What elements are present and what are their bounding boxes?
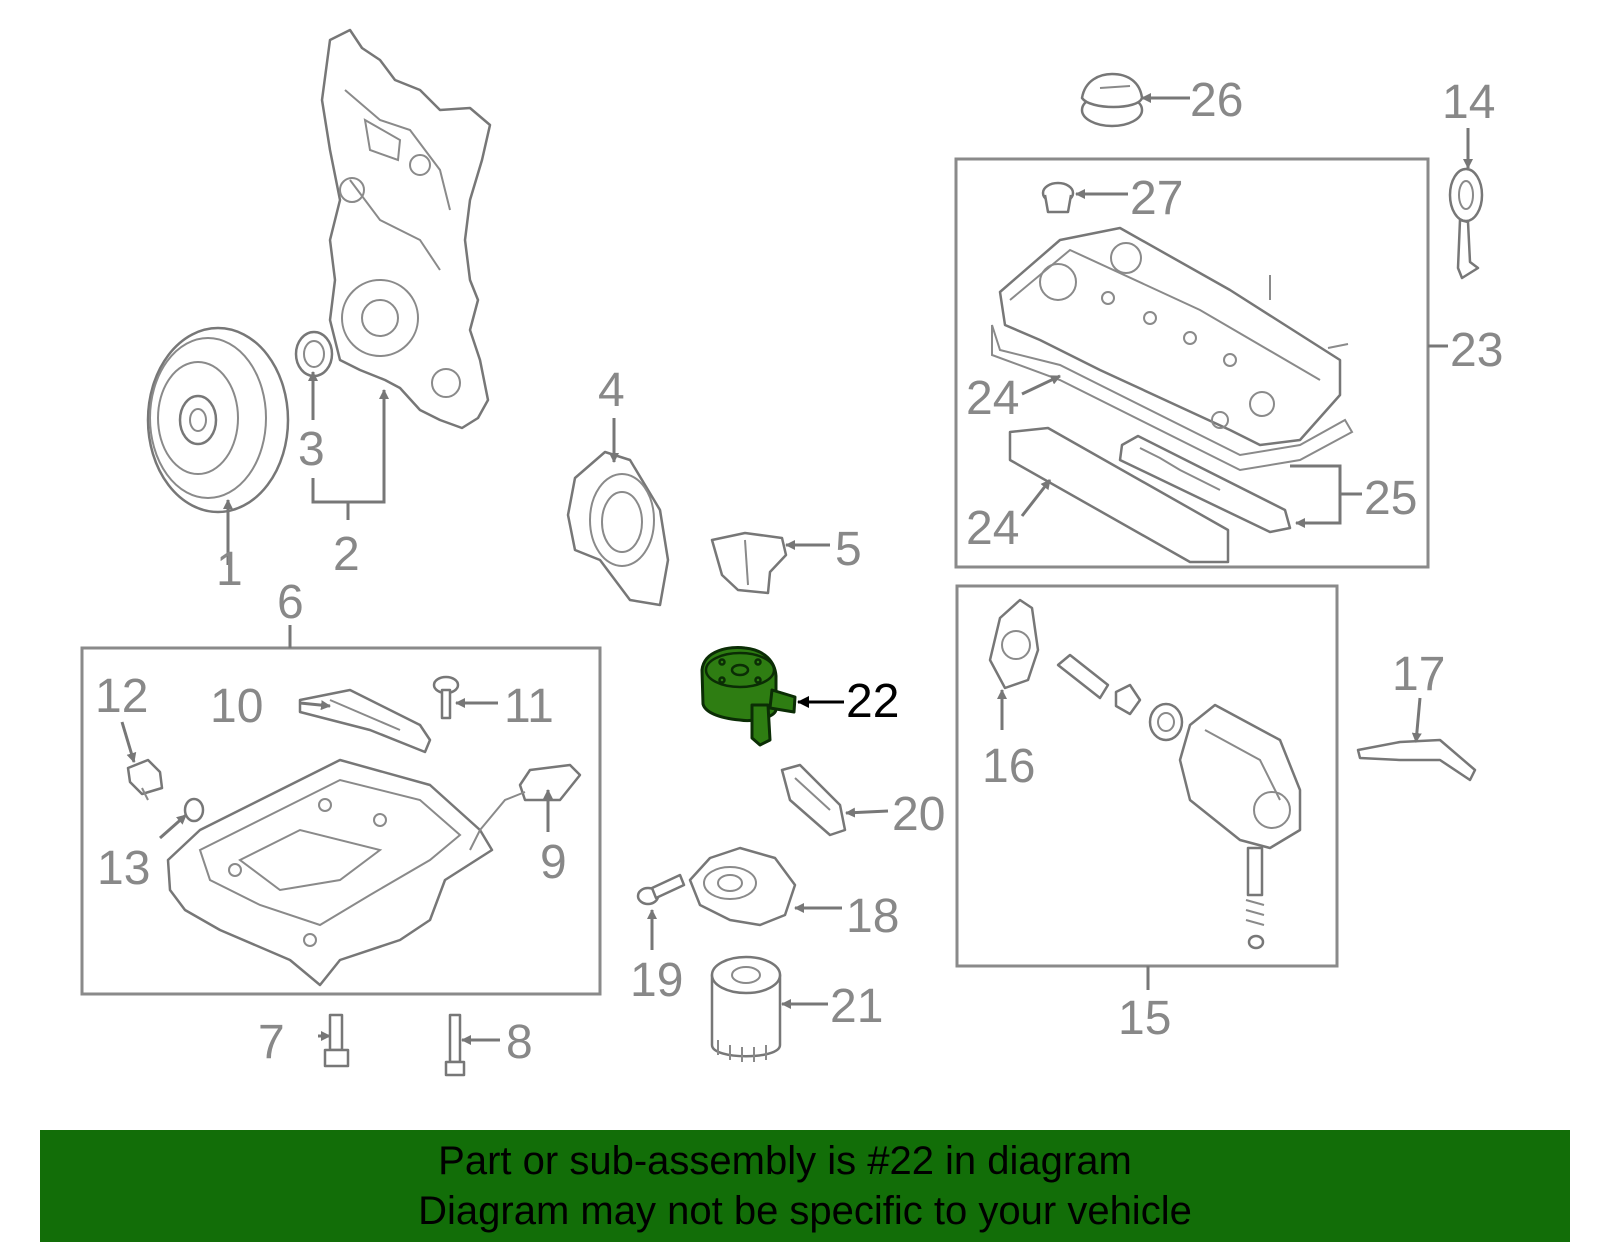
oil-pump-shaft-parts (1056, 653, 1184, 742)
oil-pan-group-box (80, 646, 602, 996)
callout-21: 21 (830, 980, 883, 1033)
oil-pan (166, 758, 494, 987)
callout-20: 20 (892, 788, 945, 841)
oil-filler-cap (1080, 72, 1144, 128)
callout-14: 14 (1442, 76, 1495, 129)
front-crank-seal (294, 330, 334, 378)
oil-filter (710, 955, 782, 1062)
banner-line-2: Diagram may not be specific to your vehi… (418, 1189, 1192, 1233)
spark-plug-tube-seals (1118, 434, 1292, 534)
callout-11: 11 (504, 680, 554, 733)
oil-pan-bolt-7 (323, 1013, 350, 1068)
callout-3: 3 (298, 423, 325, 476)
timing-chain-cover (320, 28, 492, 430)
callout-labels: 1 2 3 4 5 6 7 8 9 10 11 12 13 14 15 16 1… (95, 74, 1503, 1069)
callout-1: 1 (216, 543, 243, 596)
callout-23: 23 (1450, 324, 1503, 377)
oil-pump-bracket (1356, 738, 1477, 782)
callout-18: 18 (846, 890, 899, 943)
leader-lines (120, 93, 1473, 1045)
oil-filter-housing (688, 846, 797, 927)
valve-cover-group-box (954, 157, 1430, 569)
oil-pan-baffle (298, 688, 432, 754)
drain-plug (126, 758, 164, 801)
valve-cover (998, 226, 1349, 447)
callout-2: 2 (333, 528, 360, 581)
callout-17: 17 (1392, 648, 1445, 701)
oil-baffle (710, 531, 788, 595)
callout-27: 27 (1130, 172, 1183, 225)
oil-strainer (469, 763, 582, 851)
callout-19: 19 (630, 954, 683, 1007)
oil-pan-bolt (432, 675, 460, 720)
callout-24-lower: 24 (966, 502, 1019, 555)
valve-cover-gasket-strip (1008, 426, 1230, 564)
rear-seal-retainer (566, 450, 670, 607)
callout-26: 26 (1190, 74, 1243, 127)
callout-12: 12 (95, 670, 148, 723)
callout-9: 9 (540, 836, 567, 889)
callout-4: 4 (598, 364, 625, 417)
oil-dipstick (1448, 167, 1484, 280)
callout-16: 16 (982, 740, 1035, 793)
callout-6: 6 (277, 576, 304, 629)
crankshaft-pulley (146, 326, 290, 514)
oil-pump-gasket (988, 598, 1040, 690)
callout-25: 25 (1364, 472, 1417, 525)
callout-10: 10 (210, 680, 263, 733)
callout-22: 22 (846, 675, 899, 728)
callout-15: 15 (1118, 992, 1171, 1045)
callout-13: 13 (97, 842, 150, 895)
oil-cooler-gasket (780, 763, 847, 837)
drain-plug-washer (183, 797, 205, 823)
oil-pan-stud-8 (444, 1013, 466, 1077)
callout-5: 5 (835, 523, 862, 576)
filter-housing-bolt (636, 873, 686, 906)
oil-cooler-highlighted (700, 646, 797, 747)
callout-24-upper: 24 (966, 372, 1019, 425)
callout-8: 8 (506, 1016, 533, 1069)
info-banner: Part or sub-assembly is #22 in diagram D… (40, 1130, 1570, 1242)
callout-7: 7 (258, 1016, 285, 1069)
valve-cover-grommet (1041, 181, 1075, 214)
oil-pump (1178, 703, 1302, 950)
valve-cover-gasket (991, 324, 1354, 472)
banner-line-1: Part or sub-assembly is #22 in diagram (438, 1139, 1132, 1183)
